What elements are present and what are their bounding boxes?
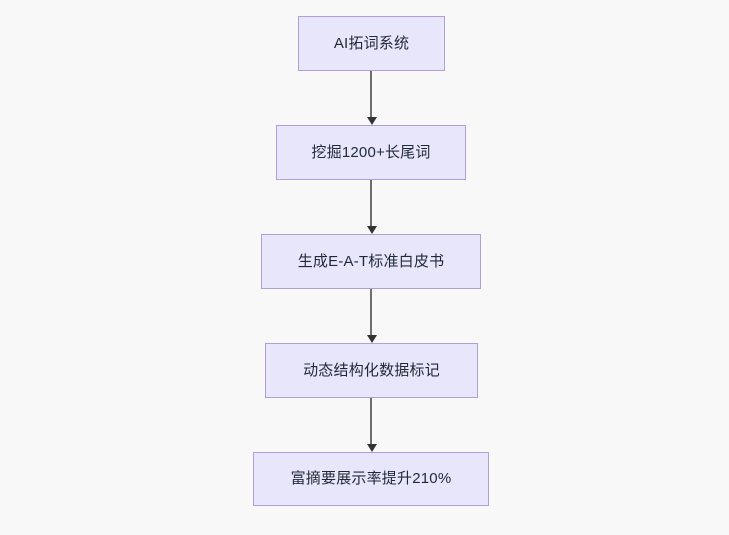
flow-node-n1[interactable]: AI拓词系统 — [298, 16, 445, 71]
flow-node-label: AI拓词系统 — [333, 34, 410, 52]
flow-node-n4[interactable]: 动态结构化数据标记 — [265, 343, 478, 398]
flow-node-label: 动态结构化数据标记 — [303, 361, 440, 379]
flow-node-n5[interactable]: 富摘要展示率提升210% — [253, 452, 489, 506]
edge-line — [370, 398, 372, 445]
arrowhead-icon — [367, 117, 377, 125]
flow-node-n3[interactable]: 生成E-A-T标准白皮书 — [261, 234, 481, 289]
flow-node-label: 生成E-A-T标准白皮书 — [297, 252, 445, 270]
edge-line — [370, 180, 372, 227]
flow-node-label: 挖掘1200+长尾词 — [311, 143, 431, 161]
arrowhead-icon — [367, 444, 377, 452]
edge-line — [370, 71, 372, 118]
flow-node-label: 富摘要展示率提升210% — [290, 470, 452, 487]
edge-line — [370, 289, 372, 336]
arrowhead-icon — [367, 335, 377, 343]
flow-node-n2[interactable]: 挖掘1200+长尾词 — [276, 125, 466, 180]
arrowhead-icon — [367, 226, 377, 234]
